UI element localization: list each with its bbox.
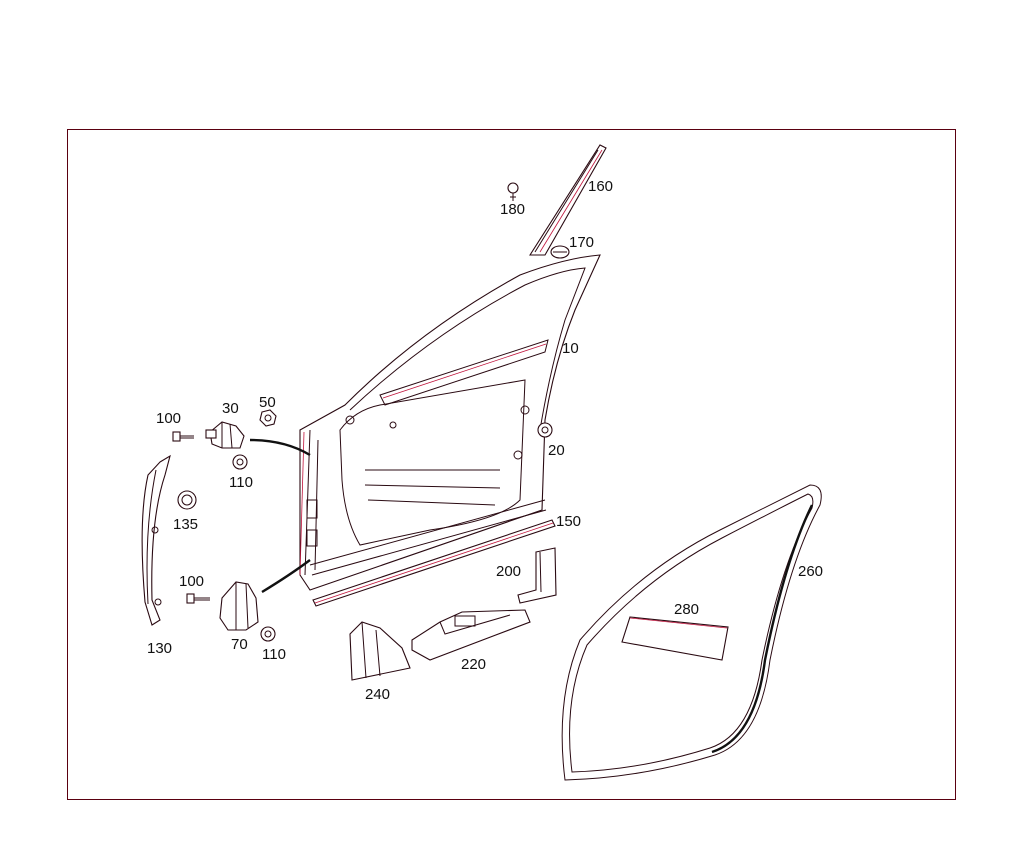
part-100-bolt-upper — [172, 431, 194, 442]
part-180-screw — [507, 182, 519, 201]
part-260-door-seal — [561, 484, 822, 781]
part-240-bracket — [349, 621, 411, 681]
callout-70: 70 — [231, 636, 248, 653]
part-220-insulation — [411, 609, 531, 661]
part-100-bolt-lower — [186, 593, 210, 604]
callout-130: 130 — [147, 640, 172, 657]
part-280-foil — [621, 616, 729, 661]
callout-240: 240 — [365, 686, 390, 703]
callout-200: 200 — [496, 563, 521, 580]
part-110-nut-lower — [260, 626, 276, 642]
part-160-trim-strip — [528, 144, 607, 256]
callout-100-upper: 100 — [156, 410, 181, 427]
part-10-door-shell — [299, 254, 601, 591]
callout-135: 135 — [173, 516, 198, 533]
callout-110-upper: 110 — [229, 474, 253, 491]
part-170-clip — [550, 245, 570, 259]
callout-260: 260 — [798, 563, 823, 580]
callout-170: 170 — [569, 234, 594, 251]
callout-100-lower: 100 — [179, 573, 204, 590]
callout-150: 150 — [556, 513, 581, 530]
arrow-lower-hinge — [261, 559, 311, 594]
callout-180: 180 — [500, 201, 525, 218]
callout-20: 20 — [548, 442, 565, 459]
callout-10: 10 — [562, 340, 579, 357]
part-70-lower-hinge — [219, 581, 259, 631]
part-130-pillar-trim — [141, 454, 171, 626]
part-150-sill-strip — [312, 519, 556, 607]
callout-30: 30 — [222, 400, 239, 417]
callout-220: 220 — [461, 656, 486, 673]
arrow-upper-hinge — [249, 438, 311, 457]
callout-280: 280 — [674, 601, 699, 618]
callout-160: 160 — [588, 178, 613, 195]
callout-110-lower: 110 — [262, 646, 286, 663]
callout-50: 50 — [259, 394, 276, 411]
part-50-nut — [259, 409, 277, 427]
part-135-cap — [177, 490, 197, 510]
part-110-nut-upper — [232, 454, 248, 470]
part-20-grommet — [537, 422, 553, 438]
part-200-bracket — [517, 547, 557, 604]
diagram-frame — [67, 129, 956, 800]
part-30-upper-hinge — [205, 421, 245, 449]
